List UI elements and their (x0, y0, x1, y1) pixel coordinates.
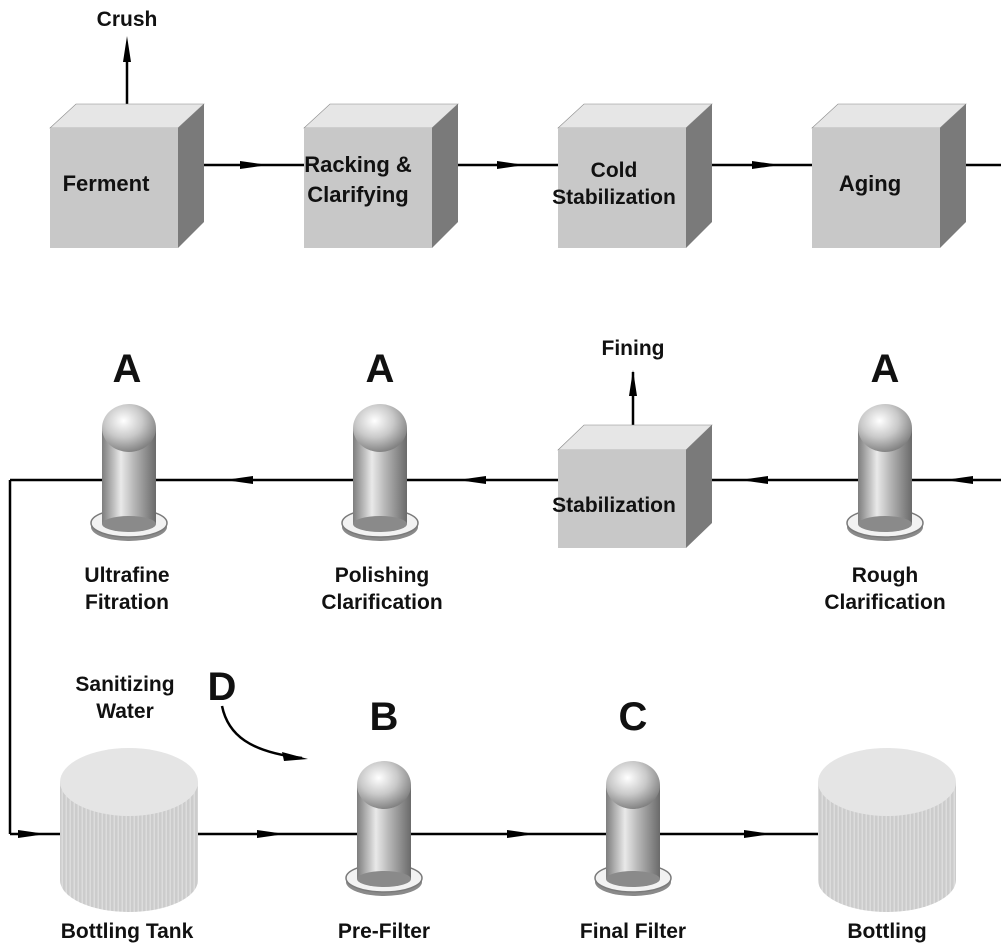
rough-label-2: Clarification (824, 591, 945, 614)
filter-prefilter (345, 761, 423, 896)
stabilization-label: Stabilization (552, 494, 676, 517)
filter-ultrafine (90, 404, 168, 541)
crush-label: Crush (97, 8, 158, 31)
tank-bottling-tank (60, 748, 198, 912)
ultrafine-label-1: Ultrafine (84, 564, 169, 587)
sanitizing-label-2: Water (96, 700, 154, 723)
bottling-label: Bottling (847, 920, 926, 943)
box-aging (811, 103, 967, 248)
letter-d: D (208, 665, 237, 709)
tank-bottling (818, 748, 956, 912)
letter-a-rough: A (871, 347, 900, 391)
letter-c-final: C (619, 695, 648, 739)
filter-final (594, 761, 672, 896)
polishing-label-2: Clarification (321, 591, 442, 614)
box-ferment (49, 103, 205, 248)
arrowheads (18, 36, 973, 838)
sanitizing-label-1: Sanitizing (75, 673, 174, 696)
letter-a-polishing: A (366, 347, 395, 391)
polishing-label-1: Polishing (335, 564, 430, 587)
letter-a-ultrafine: A (113, 347, 142, 391)
prefilter-label: Pre-Filter (338, 920, 430, 943)
labels: Crush Fining Ferment Racking & Clarifyin… (61, 8, 946, 943)
aging-label: Aging (839, 171, 901, 196)
fining-label: Fining (602, 337, 665, 360)
rough-label-1: Rough (852, 564, 918, 587)
final-filter-label: Final Filter (580, 920, 686, 943)
filter-polishing (341, 404, 419, 541)
cold-label-2: Stabilization (552, 186, 676, 209)
box-stabilization (557, 424, 713, 548)
box-racking (303, 103, 459, 248)
cold-label-1: Cold (591, 159, 638, 182)
letter-b-prefilter: B (370, 695, 399, 739)
ultrafine-label-2: Fitration (85, 591, 169, 614)
racking-label-1: Racking & (304, 152, 412, 177)
filter-rough (846, 404, 924, 541)
racking-label-2: Clarifying (307, 182, 408, 207)
ferment-label: Ferment (63, 171, 150, 196)
bottling-tank-label: Bottling Tank (61, 920, 194, 943)
box-cold (557, 103, 713, 248)
